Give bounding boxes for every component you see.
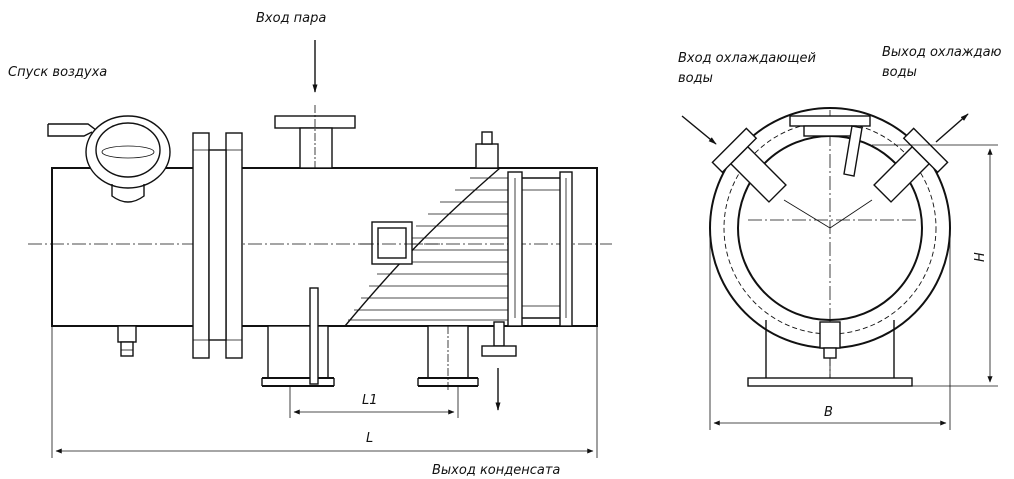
dimension-h: H: [872, 144, 998, 387]
end-top-pipe: [843, 125, 863, 177]
end-support-base: [747, 320, 913, 387]
label-cooling-inlet-2: воды: [678, 71, 713, 86]
vent-fitting: [475, 131, 499, 169]
dimension-b: B: [709, 228, 951, 430]
steam-inlet-nozzle: [274, 105, 356, 169]
dimension-b-label: B: [824, 405, 833, 420]
label-cooling-inlet-1: Вход охлаждающей: [678, 51, 816, 66]
label-cooling-outlet-2: воды: [882, 65, 917, 80]
body-flange: [192, 132, 243, 359]
cooling-inlet-nozzle: [711, 127, 787, 203]
dimension-l-label: L: [366, 431, 373, 446]
bottom-drain-plug: [117, 325, 137, 357]
label-condensate-outlet: Выход конденсата: [432, 463, 560, 478]
dimension-l1-label: L1: [362, 393, 378, 408]
right-support-leg: [417, 325, 479, 392]
condensate-outlet-fitting: [481, 321, 517, 357]
end-view: B H: [681, 107, 998, 430]
air-release-valve: [47, 115, 171, 203]
label-air-release: Спуск воздуха: [8, 65, 107, 80]
dimension-l1: L1: [289, 386, 459, 418]
tube-sheet: [507, 171, 573, 327]
side-view: L1 L: [28, 40, 612, 458]
label-cooling-outlet-1: Выход охлаждаю: [882, 45, 1002, 60]
left-support-leg: [261, 325, 335, 387]
cooling-inlet-arrow: [681, 115, 717, 145]
internal-pipe: [309, 287, 319, 385]
label-steam-inlet: Вход пара: [256, 11, 326, 26]
cooling-outlet-arrow: [935, 113, 969, 143]
cooling-outlet-nozzle: [873, 127, 949, 203]
tube-bundle-cutaway: [344, 167, 508, 327]
dimension-l: L: [51, 326, 598, 458]
dimension-h-label: H: [973, 252, 988, 262]
end-bottom-plug: [819, 321, 841, 359]
